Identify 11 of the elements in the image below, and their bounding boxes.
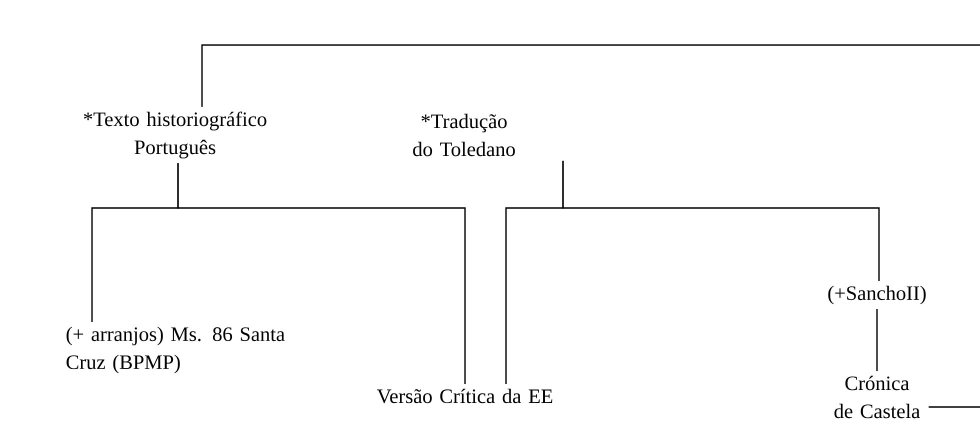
text-label: (+ arranjos) Ms. 86 Santa Cruz (BPMP) [66, 326, 285, 374]
connector-line [928, 406, 980, 408]
text-label: *Tradução do Toledano [413, 114, 515, 156]
connector-line [201, 44, 980, 107]
connector-line [562, 160, 880, 281]
text-label: (+SanchoII) [828, 286, 926, 304]
text-label: *Texto historiográfico Português [84, 112, 266, 158]
connector-line [876, 308, 878, 372]
connector-line [177, 163, 466, 384]
text-label: Versão Crítica da EE [377, 388, 552, 404]
text-label: Crónica de Castela [834, 376, 920, 418]
